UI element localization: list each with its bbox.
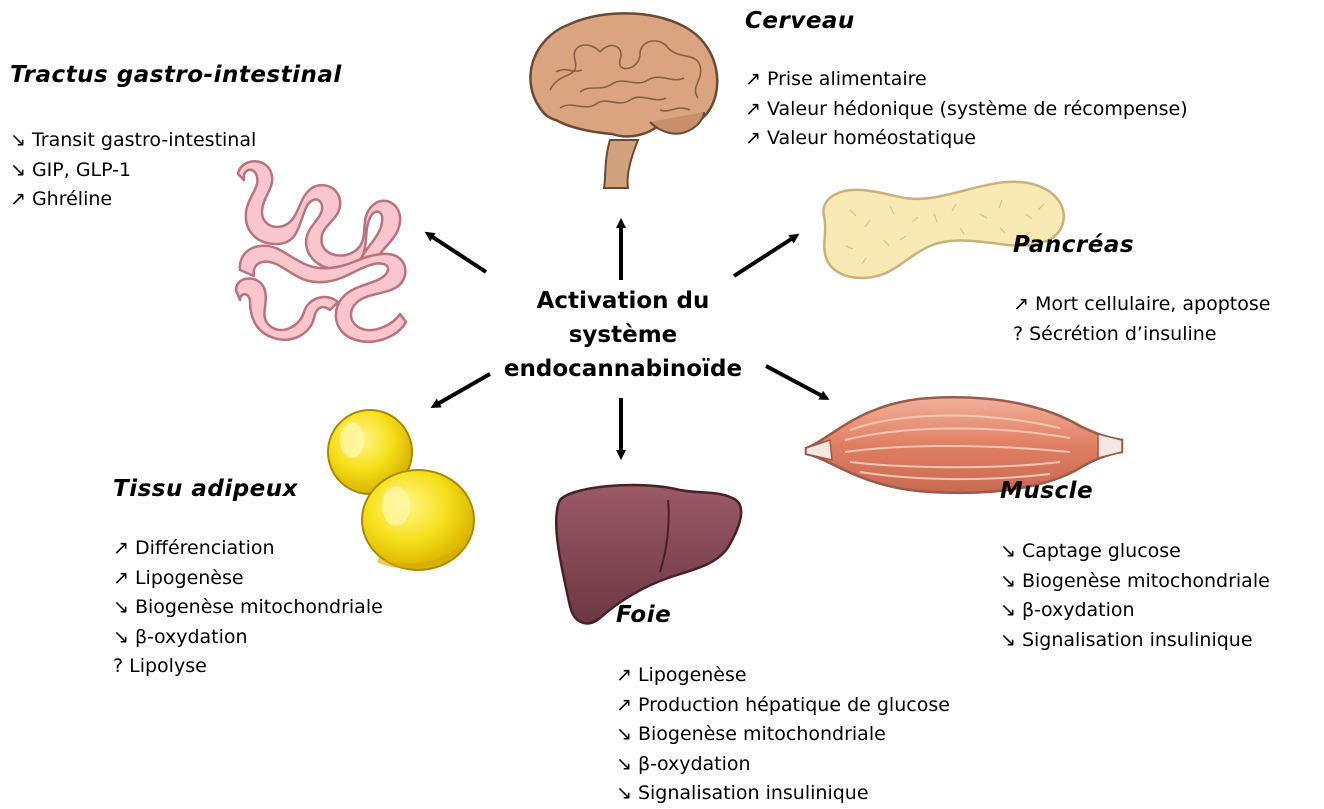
foie-effect: ↗ Lipogenèse	[616, 661, 950, 691]
tissu-effect: ? Lipolyse	[113, 652, 383, 682]
cerveau-title: Cerveau	[745, 8, 855, 34]
tractus-effect: ↘ GIP, GLP-1	[10, 156, 256, 186]
muscle-effects: ↘ Captage glucose ↘ Biogenèse mitochondr…	[1000, 537, 1270, 655]
center-line-2: système	[498, 318, 748, 352]
arrow-to-muscle	[766, 366, 826, 398]
intestine-illustration	[236, 161, 406, 341]
tractus-title: Tractus gastro-intestinal	[10, 62, 342, 88]
tissu-effect: ↗ Différenciation	[113, 534, 383, 564]
foie-effect: ↘ β-oxydation	[616, 750, 950, 780]
tissu-effects: ↗ Différenciation ↗ Lipogenèse ↘ Biogenè…	[113, 534, 383, 682]
muscle-effect: ↘ Signalisation insulinique	[1000, 626, 1270, 656]
brain-illustration	[530, 13, 717, 188]
cerveau-effect: ↗ Valeur hédonique (système de récompens…	[745, 95, 1188, 125]
arrow-to-pancreas	[734, 236, 796, 276]
tractus-effect: ↘ Transit gastro-intestinal	[10, 126, 256, 156]
pancreas-effect: ? Sécrétion d’insuline	[1013, 320, 1270, 350]
tractus-effects: ↘ Transit gastro-intestinal ↘ GIP, GLP-1…	[10, 126, 256, 215]
center-label: Activation du système endocannabinoïde	[498, 284, 748, 386]
cerveau-effect: ↗ Valeur homéostatique	[745, 124, 1188, 154]
muscle-effect: ↘ Biogenèse mitochondriale	[1000, 567, 1270, 597]
center-line-3: endocannabinoïde	[498, 352, 748, 386]
tractus-effect: ↗ Ghréline	[10, 185, 256, 215]
arrow-to-tractus	[428, 234, 486, 272]
muscle-effect: ↘ β-oxydation	[1000, 596, 1270, 626]
pancreas-illustration	[823, 182, 1063, 278]
foie-effect: ↗ Production hépatique de glucose	[616, 691, 950, 721]
arrow-to-tissu	[434, 374, 490, 406]
muscle-title: Muscle	[1000, 478, 1093, 504]
tissu-title: Tissu adipeux	[113, 476, 298, 502]
tissu-effect: ↘ Biogenèse mitochondriale	[113, 593, 383, 623]
center-line-1: Activation du	[498, 284, 748, 318]
foie-effect: ↘ Biogenèse mitochondriale	[616, 720, 950, 750]
pancreas-effect: ↗ Mort cellulaire, apoptose	[1013, 290, 1270, 320]
pancreas-title: Pancréas	[1013, 232, 1134, 258]
pancreas-effects: ↗ Mort cellulaire, apoptose ? Sécrétion …	[1013, 290, 1270, 349]
cerveau-effect: ↗ Prise alimentaire	[745, 65, 1188, 95]
muscle-effect: ↘ Captage glucose	[1000, 537, 1270, 567]
foie-effect: ↘ Signalisation insulinique	[616, 779, 950, 809]
tissu-effect: ↗ Lipogenèse	[113, 564, 383, 594]
tissu-effect: ↘ β-oxydation	[113, 623, 383, 653]
foie-effects: ↗ Lipogenèse ↗ Production hépatique de g…	[616, 661, 950, 809]
cerveau-effects: ↗ Prise alimentaire ↗ Valeur hédonique (…	[745, 65, 1188, 154]
foie-title: Foie	[616, 602, 671, 628]
